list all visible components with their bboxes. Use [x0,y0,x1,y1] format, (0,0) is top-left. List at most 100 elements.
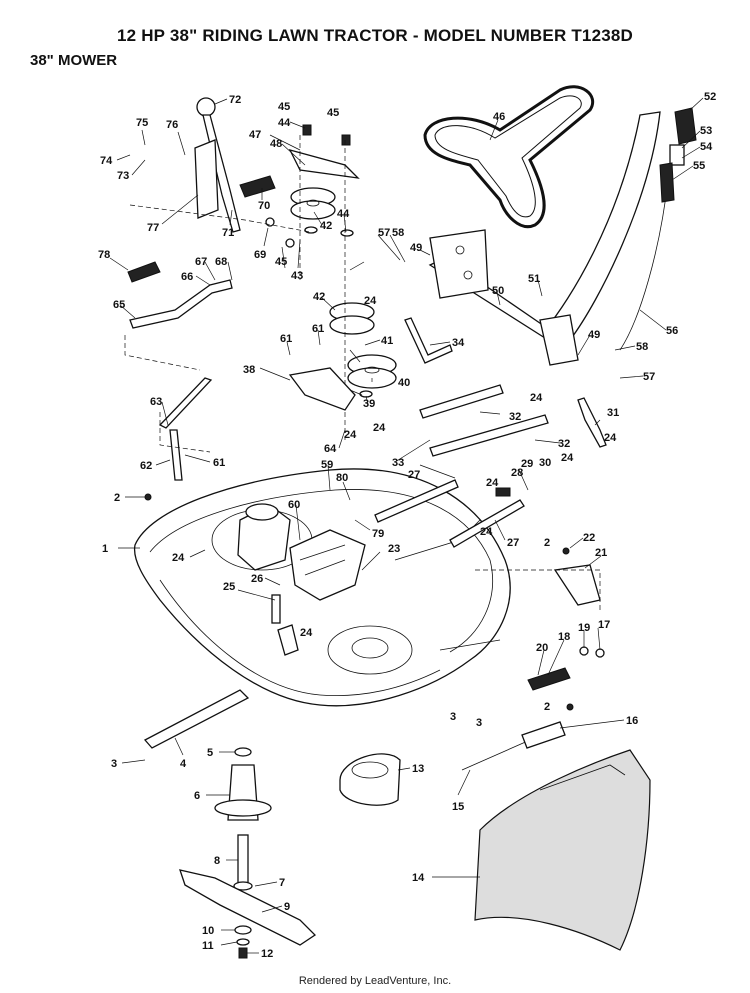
callout-label: 16 [626,715,638,727]
callout-label: 45 [327,107,339,119]
callout-label: 61 [312,323,324,335]
callout-label: 24 [172,552,185,564]
callout-label: 45 [278,101,290,113]
callout-label: 1 [102,543,108,555]
callout-label: 39 [363,398,375,410]
callout-label: 10 [202,925,214,937]
callout-label: 72 [229,94,241,106]
callout-label: 14 [412,872,425,884]
callout-label: 25 [223,581,235,593]
rod-15-bracket-16 [461,721,566,771]
callout-label: 23 [388,543,400,555]
callout-label: 49 [588,329,600,341]
callout-label: 45 [275,256,287,268]
callout-label: 43 [291,270,303,282]
diagram-title: 12 HP 38" RIDING LAWN TRACTOR - MODEL NU… [116,26,634,45]
callout-label: 53 [700,125,712,137]
callout-label: 12 [261,948,273,960]
lift-spring-assembly [659,107,697,203]
callout-label: 28 [511,467,523,479]
callout-label: 30 [539,457,551,469]
callout-label: 6 [194,790,200,802]
callout-label: 24 [300,627,313,639]
diagram-subtitle: 38" MOWER [30,52,118,69]
callout-label: 27 [507,537,519,549]
lift-shaft [428,111,669,366]
callout-label: 24 [480,526,493,538]
callout-leaders [109,97,704,954]
callout-label: 24 [373,422,386,434]
callout-label: 3 [111,758,117,770]
callout-label: 8 [214,855,220,867]
callout-label: 73 [117,170,129,182]
mower-belt [423,85,595,229]
callout-label: 62 [140,460,152,472]
front-link-rod-27 [374,479,525,548]
callout-label: 74 [100,155,113,167]
callout-label: 13 [412,763,424,775]
callout-label: 4 [180,758,187,770]
callout-label: 3 [476,717,482,729]
callout-label: 58 [392,227,404,239]
callout-label: 2 [544,537,550,549]
callout-label: 44 [337,208,350,220]
idler-bracket-assembly [271,529,366,656]
callout-label: 51 [528,273,540,285]
callout-label: 78 [98,249,110,261]
callout-label: 24 [344,429,357,441]
callout-label: 33 [392,457,404,469]
callout-label: 7 [279,877,285,889]
callout-label: 48 [270,138,282,150]
idler-bracket-38 [288,367,356,411]
rod-31 [577,397,607,448]
callout-label: 56 [666,325,678,337]
callout-label: 70 [258,200,270,212]
callout-label: 3 [450,711,456,723]
engagement-lever [129,97,311,233]
callout-label: 65 [113,299,125,311]
callout-label: 32 [509,411,521,423]
callout-label: 24 [561,452,574,464]
callout-label: 69 [254,249,266,261]
callout-label: 2 [544,701,550,713]
callout-label: 2 [114,492,120,504]
spindle-assembly [214,747,272,891]
callout-label: 61 [213,457,225,469]
callout-label: 54 [700,141,713,153]
bracket-21 [475,564,601,610]
linkage-rod-65 [124,261,233,371]
callout-label: 79 [372,528,384,540]
callout-label: 67 [195,256,207,268]
callout-label: 50 [492,285,504,297]
callout-label: 63 [150,396,162,408]
discharge-deflector [474,749,651,951]
callout-label: 71 [222,227,234,239]
callout-label: 57 [378,227,390,239]
callout-label: 41 [381,335,393,347]
callout-label: 64 [324,443,337,455]
pulleys [290,187,397,389]
callout-label: 59 [321,459,333,471]
callout-label: 31 [607,407,619,419]
rod-34 [404,317,453,364]
callout-label: 47 [249,129,261,141]
callout-labels: 1 2 2 2 2 3 3 3 4 5 6 7 8 9 10 11 12 13 … [98,91,716,960]
callout-label: 24 [530,392,543,404]
callout-label: 75 [136,117,148,129]
callout-label: 44 [278,117,291,129]
lift-links-33 [419,384,549,457]
callout-label: 40 [398,377,410,389]
callout-label: 17 [598,619,610,631]
callout-label: 24 [486,477,499,489]
callout-label: 55 [693,160,705,172]
callout-label: 9 [284,901,290,913]
deck-spindle-housing [237,503,291,571]
callout-label: 66 [181,271,193,283]
callout-label: 26 [251,573,263,585]
callout-label: 60 [288,499,300,511]
callout-label: 38 [243,364,255,376]
callout-label: 29 [521,458,533,470]
callout-label: 77 [147,222,159,234]
callout-label: 52 [704,91,716,103]
